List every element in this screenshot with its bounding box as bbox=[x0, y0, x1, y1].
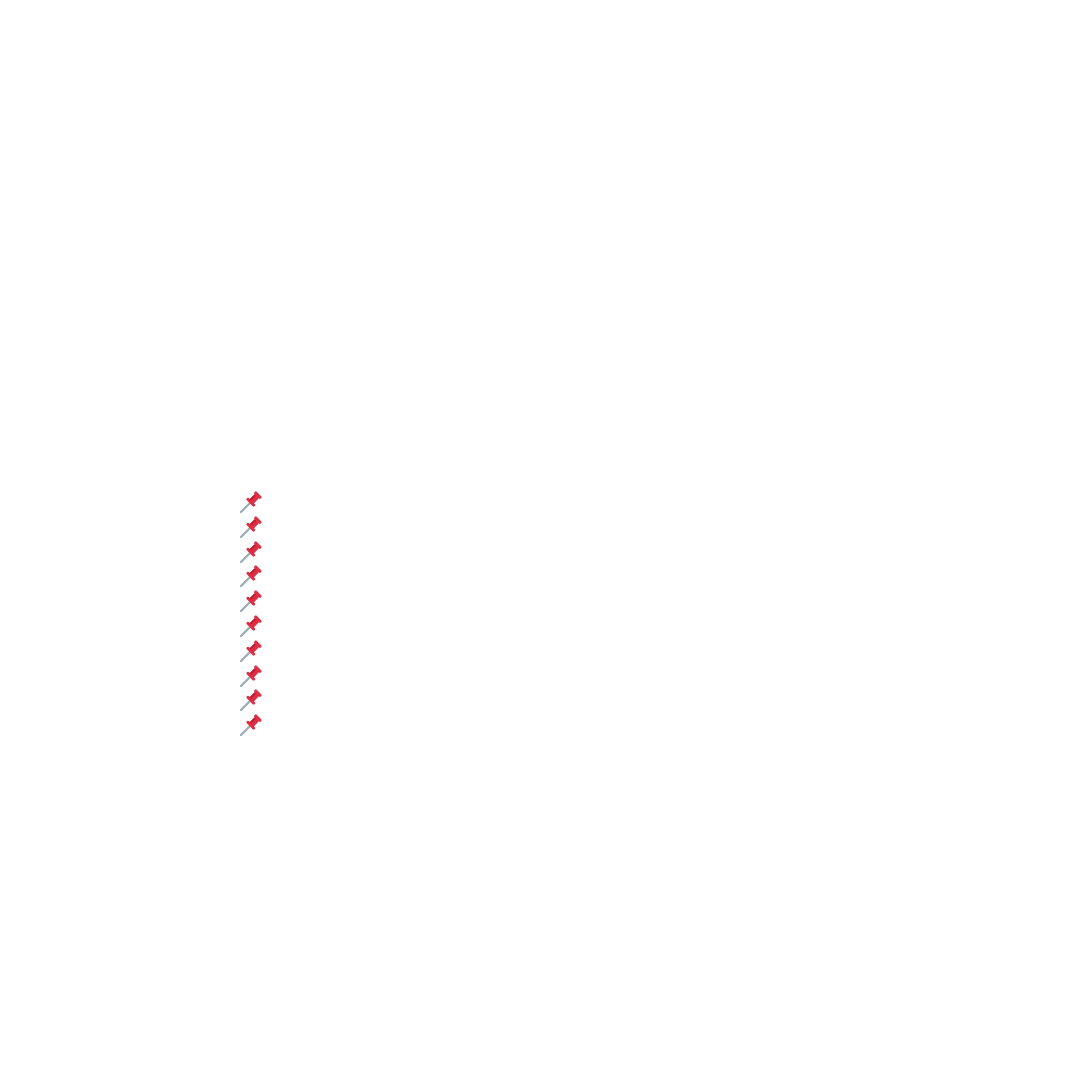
pushpin-icon bbox=[240, 712, 264, 737]
pushpin-icon bbox=[240, 489, 264, 514]
pushpin-icon bbox=[240, 663, 264, 688]
pushpin-icon bbox=[240, 638, 264, 663]
pushpin-icon bbox=[240, 539, 264, 564]
pushpin-icon bbox=[240, 613, 264, 638]
pushpin-icon bbox=[240, 514, 264, 539]
pushpin-icon bbox=[240, 687, 264, 712]
pushpin-icon bbox=[240, 563, 264, 588]
pushpin-icon bbox=[240, 588, 264, 613]
pushpin-column bbox=[240, 489, 264, 737]
